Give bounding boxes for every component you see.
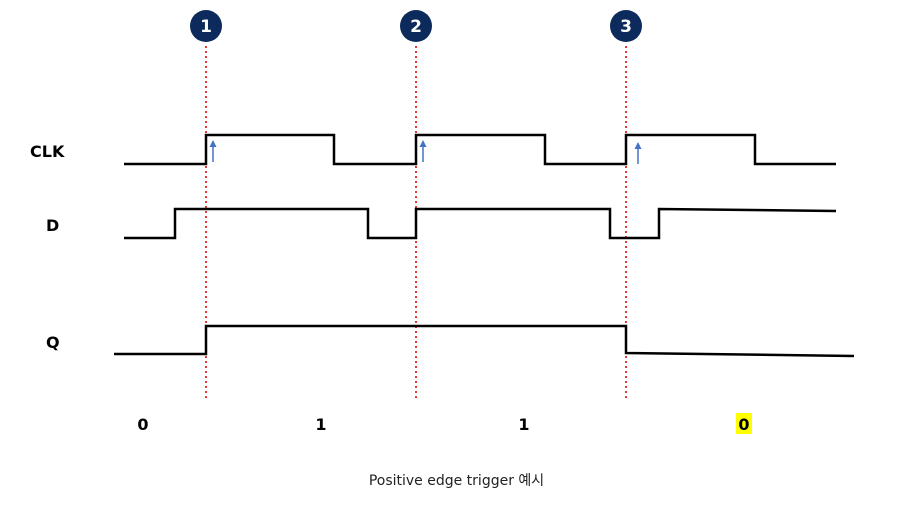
marker-2: 2 <box>400 10 432 42</box>
marker-2-label: 2 <box>410 17 422 37</box>
q-value-2: 1 <box>315 415 326 434</box>
marker-3: 3 <box>610 10 642 42</box>
q-value-4-highlight <box>736 413 752 434</box>
edge-arrow-1 <box>209 140 217 162</box>
figure-caption: Positive edge trigger 예시 <box>368 473 545 489</box>
marker-1: 1 <box>190 10 222 42</box>
edge-arrow-3 <box>634 142 642 164</box>
q-value-4: 0 <box>738 415 749 434</box>
clk-waveform <box>124 133 836 166</box>
edge-arrow-2 <box>419 140 427 162</box>
d-label: D <box>46 216 59 235</box>
q-waveform <box>114 324 855 358</box>
q-label: Q <box>46 333 60 352</box>
clk-label: CLK <box>30 142 65 161</box>
marker-1-label: 1 <box>200 17 212 37</box>
q-value-3: 1 <box>518 415 529 434</box>
d-waveform <box>124 207 837 240</box>
q-value-1: 0 <box>137 415 148 434</box>
marker-3-label: 3 <box>620 17 632 37</box>
